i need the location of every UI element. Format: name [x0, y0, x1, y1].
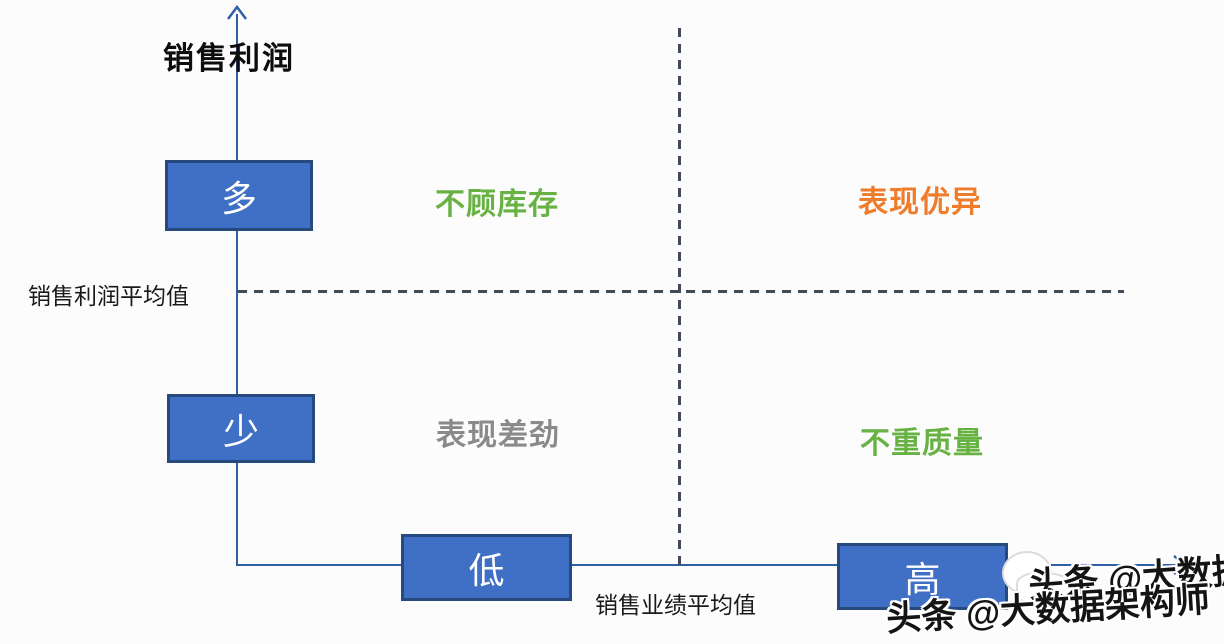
quadrant-label-bottom-left: 表现差劲	[436, 419, 560, 452]
y-axis-high-box: 多	[165, 160, 313, 231]
quadrant-label-top-left: 不顾库存	[435, 188, 559, 221]
quadrant-label-top-right: 表现优异	[858, 186, 982, 219]
performance-average-label: 销售业绩平均值	[595, 592, 756, 618]
y-axis-title: 销售利润	[163, 41, 295, 76]
y-axis-arrow-up-icon	[227, 4, 247, 20]
performance-average-dashed-line	[678, 28, 681, 565]
x-axis-low-box: 低	[401, 534, 572, 601]
profit-average-label: 销售利润平均值	[28, 283, 189, 309]
watermark-white-blob	[1016, 572, 1076, 606]
x-axis-line	[237, 564, 1185, 566]
x-axis-arrow-right-icon	[1173, 555, 1189, 575]
y-axis-line	[236, 14, 238, 566]
profit-average-dashed-line	[238, 290, 1124, 293]
quadrant-label-bottom-right: 不重质量	[860, 427, 984, 460]
y-axis-low-box: 少	[167, 394, 315, 463]
